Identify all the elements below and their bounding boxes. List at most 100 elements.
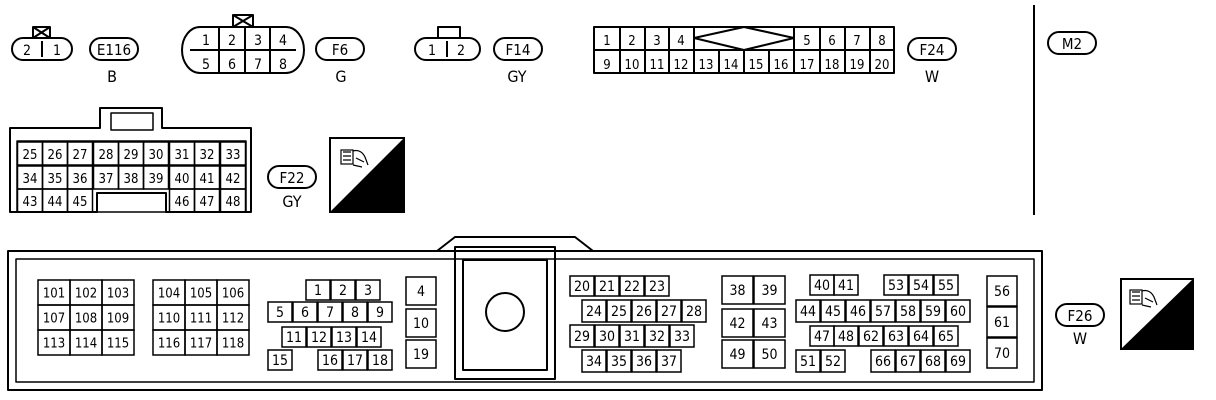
pin-f22-43: 43	[23, 195, 38, 210]
pin-f26-21: 21	[599, 279, 615, 295]
connector-f24-color: W	[925, 67, 939, 86]
pin-f26-60: 60	[950, 304, 966, 320]
pin-f26-110: 110	[158, 312, 180, 327]
pin-f22-45: 45	[73, 195, 88, 210]
pin-f22-30: 30	[149, 148, 164, 163]
cavity-f26-11	[281, 326, 307, 348]
cavity-f26-54	[908, 274, 934, 296]
pin-f22-36: 36	[73, 172, 88, 187]
connector-hand-icon	[1129, 289, 1158, 308]
pin-f24-16: 16	[774, 58, 789, 73]
pin-f22-42: 42	[226, 172, 241, 187]
cavity-f26-30	[594, 324, 620, 348]
connector-f22-color: GY	[282, 192, 301, 211]
pin-f6-5: 5	[202, 57, 210, 73]
connector-f24-key	[693, 26, 795, 51]
pin-f24-8: 8	[878, 34, 885, 49]
pin-f26-61: 61	[994, 315, 1010, 331]
cavity-f26-33	[669, 324, 695, 348]
connector-f6-tag: F6	[332, 41, 348, 59]
pin-f26-32: 32	[649, 329, 665, 345]
hs-label-f22: H.S.	[351, 190, 384, 209]
connector-e116-tag-oval	[89, 37, 139, 61]
pin-f26-50: 50	[761, 347, 777, 363]
pin-f22-39: 39	[149, 172, 164, 187]
cavity-f26-28	[681, 299, 707, 323]
pin-f26-7: 7	[326, 305, 334, 321]
pin-f26-51: 51	[800, 354, 816, 370]
pin-f26-47: 47	[814, 329, 830, 345]
connector-hand-icon	[340, 149, 369, 168]
pin-f26-55: 55	[938, 278, 954, 294]
pin-f22-35: 35	[48, 172, 63, 187]
cavity-f26-8	[342, 301, 368, 323]
connector-f6-color: G	[335, 67, 346, 86]
cavity-f26-31	[619, 324, 645, 348]
connector-tags: E116 B F6 G F14 GY F24 W M2 F22 GY F26 W…	[97, 35, 1190, 348]
pin-f26-26: 26	[636, 304, 652, 320]
connector-f24-tag-oval	[907, 37, 957, 61]
cavity-f26-39	[753, 275, 786, 305]
pin-f26-3: 3	[364, 283, 372, 299]
cavity-f26-10	[405, 308, 437, 338]
pin-f14-2: 2	[457, 43, 465, 59]
pin-f26-70: 70	[994, 346, 1010, 362]
pin-f22-48: 48	[226, 195, 241, 210]
cavity-f26-59	[920, 299, 946, 323]
cavity-f26-36	[631, 349, 657, 373]
pin-f26-107: 107	[43, 312, 65, 327]
cavity-f26-61	[986, 306, 1018, 338]
pin-f24-5: 5	[803, 34, 810, 49]
pin-f26-45: 45	[825, 304, 841, 320]
pin-f24-1: 1	[603, 34, 610, 49]
cavity-f26-25	[606, 299, 632, 323]
pin-f26-66: 66	[875, 354, 891, 370]
pin-f22-28: 28	[99, 148, 114, 163]
pin-f26-4: 4	[417, 284, 425, 300]
connector-e116-color: B	[107, 67, 117, 86]
connector-f14-tag-oval	[493, 37, 543, 61]
cavity-f26-37	[656, 349, 682, 373]
pin-f26-10: 10	[413, 316, 429, 332]
pin-f22-46: 46	[175, 195, 190, 210]
cavity-f26-4	[405, 276, 437, 306]
pin-f26-25: 25	[611, 304, 627, 320]
connector-f26-tag: F26	[1068, 307, 1093, 325]
hs-label-f26: H.S.	[1156, 327, 1189, 346]
connector-f26-tag-oval	[1055, 303, 1105, 327]
pin-f26-62: 62	[863, 329, 879, 345]
pin-f26-40: 40	[814, 278, 830, 294]
pin-f22-47: 47	[200, 195, 215, 210]
cavity-f22-32	[193, 141, 221, 166]
connector-f24-tag: F24	[920, 41, 945, 59]
pin-f24-13: 13	[699, 58, 714, 73]
pin-f26-15: 15	[272, 353, 288, 369]
cavity-f26-60	[945, 299, 971, 323]
pin-f26-12: 12	[311, 330, 327, 346]
cavity-f26-50	[753, 339, 786, 369]
pin-f22-32: 32	[200, 148, 215, 163]
cavity-f26-7	[317, 301, 343, 323]
pin-f26-24: 24	[586, 304, 602, 320]
cavity-f26-19	[405, 339, 437, 369]
pin-f26-102: 102	[75, 287, 97, 302]
pin-f26-39: 39	[761, 283, 777, 299]
cavity-f26-15	[267, 349, 293, 371]
cavity-f26-41	[833, 274, 859, 296]
cavity-f26-17	[342, 349, 368, 371]
cavity-f26-68	[920, 349, 946, 373]
cavity-f22-33	[219, 141, 247, 166]
pin-f26-113: 113	[43, 337, 65, 352]
cavity-f22-45	[66, 188, 94, 213]
pin-f26-59: 59	[925, 304, 941, 320]
pin-f26-43: 43	[761, 316, 777, 332]
cavity-f26-67	[895, 349, 921, 373]
cavity-f26-32	[644, 324, 670, 348]
pin-f26-16: 16	[322, 353, 338, 369]
cavity-f26-2	[330, 279, 356, 301]
pin-f26-114: 114	[75, 337, 97, 352]
connector-f6-tag-oval	[315, 37, 365, 61]
pin-f22-40: 40	[175, 172, 190, 187]
connector-m2-tag-oval	[1047, 31, 1097, 55]
connector-f14-latch	[437, 26, 461, 39]
